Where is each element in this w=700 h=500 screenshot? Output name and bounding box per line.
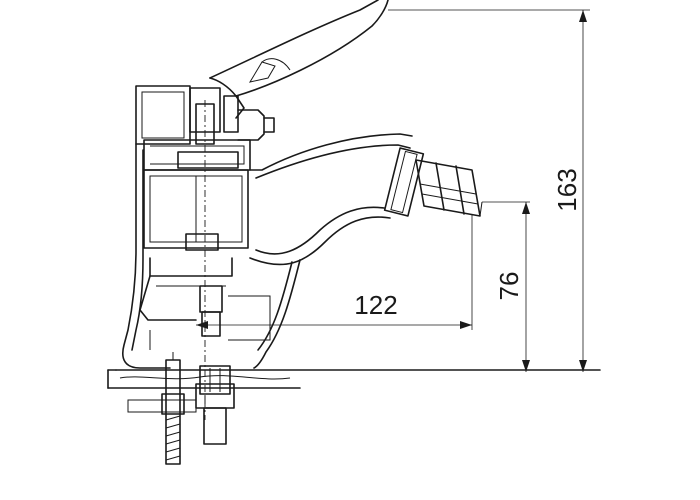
- dimension-lines: [196, 9, 590, 372]
- total-height-label: 163: [552, 168, 582, 211]
- lever-handle: [209, 0, 389, 119]
- faucet-body: [122, 133, 413, 369]
- mounting-stud: [161, 352, 185, 465]
- reach-label: 122: [354, 290, 397, 320]
- spout-aerator: [383, 147, 483, 217]
- supply-hose: [195, 285, 235, 445]
- mounting-deck: [107, 369, 601, 413]
- spout-height-label: 76: [494, 272, 524, 301]
